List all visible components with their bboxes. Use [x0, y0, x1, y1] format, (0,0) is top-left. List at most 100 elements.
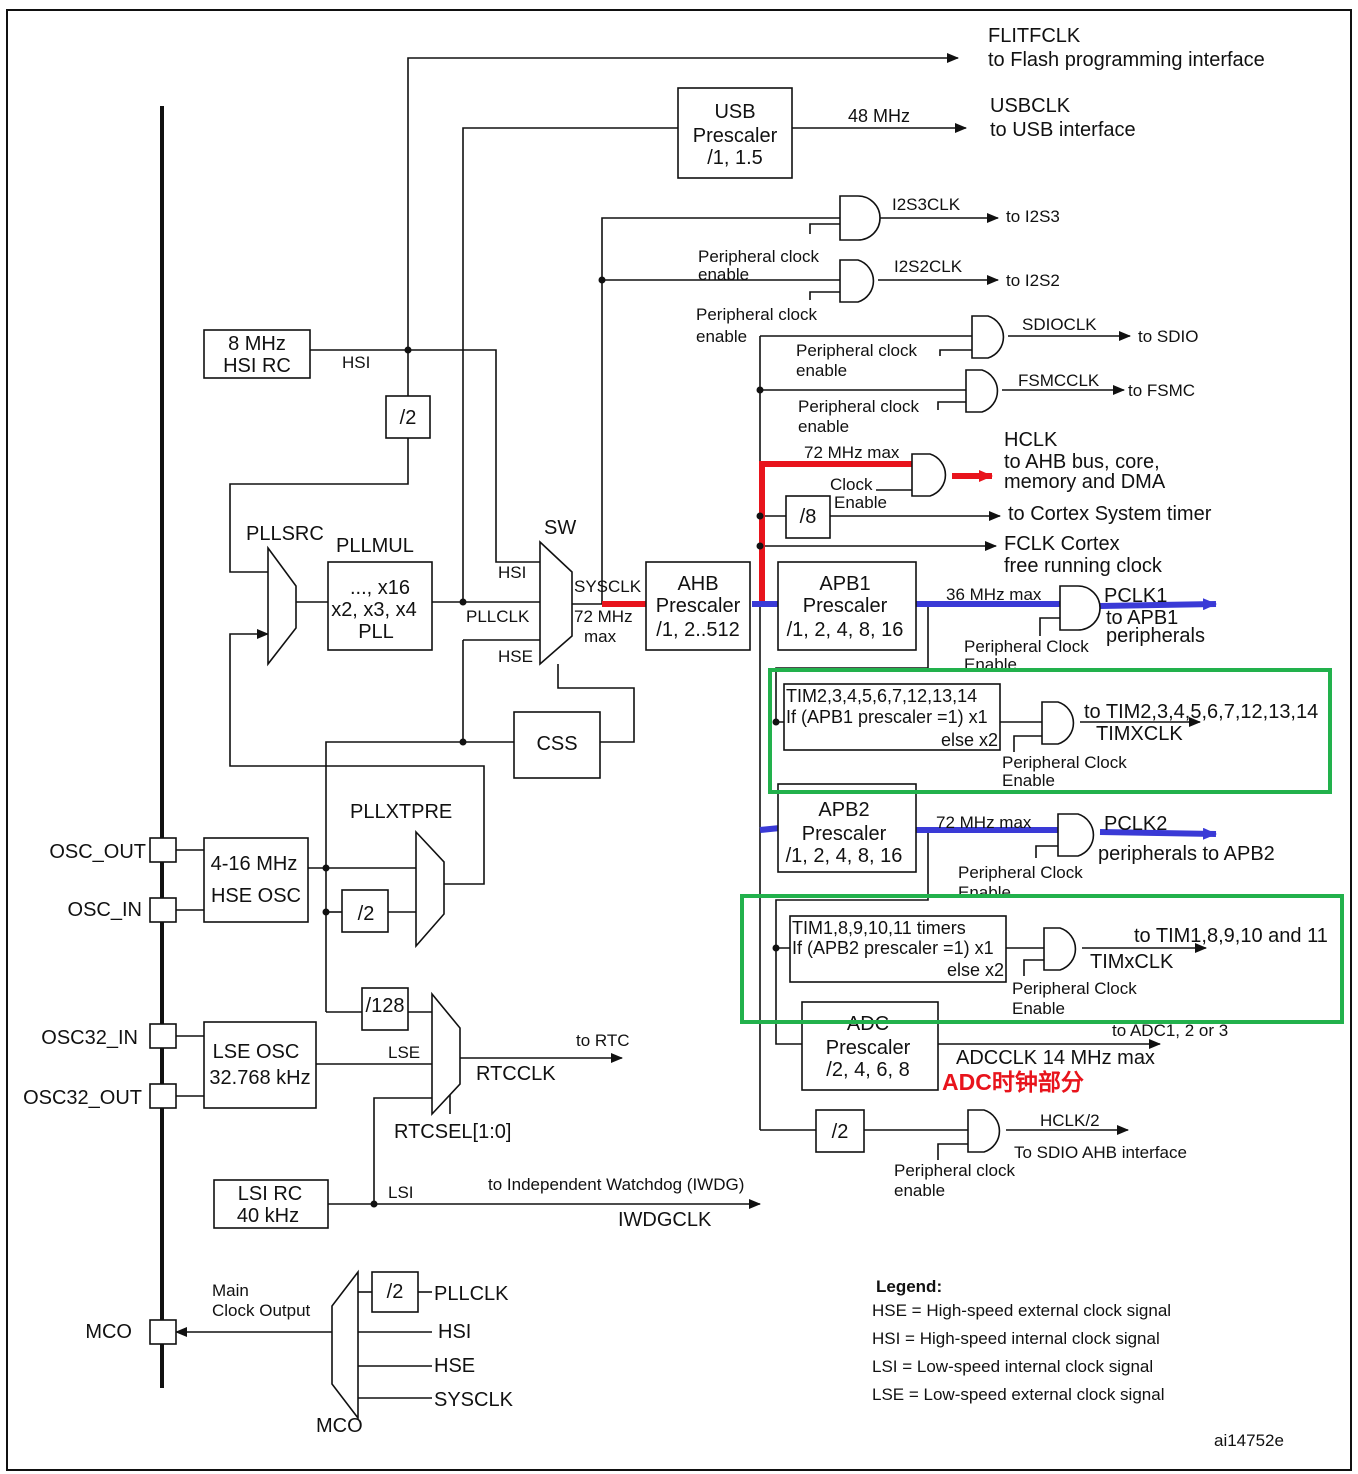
- svg-text:/1, 2, 4, 8, 16: /1, 2, 4, 8, 16: [787, 619, 904, 641]
- sysclk-max-label: 72 MHz: [574, 607, 633, 626]
- pin-mco: MCO: [85, 1321, 132, 1343]
- pclk2-enable-label: Peripheral Clock: [958, 863, 1083, 882]
- tim-apb2-enable-label: Peripheral Clock: [1012, 979, 1137, 998]
- pin-osc-in: OSC_IN: [68, 899, 142, 921]
- mco-input-pllclk: PLLCLK: [434, 1283, 509, 1305]
- pclk1-max-label: 36 MHz max: [946, 585, 1042, 604]
- lse-signal-label: LSE: [388, 1043, 420, 1062]
- i2s3clk-label: I2S3CLK: [892, 195, 961, 214]
- mco-input-sysclk: SYSCLK: [434, 1389, 514, 1411]
- mco-div2-block: /2: [371, 1271, 419, 1313]
- pclk1-dest-1: to APB1: [1106, 607, 1178, 629]
- tim-apb1-dest: to TIM2,3,4,5,6,7,12,13,14: [1084, 701, 1318, 723]
- svg-text:else x2: else x2: [941, 730, 998, 750]
- tim-apb1-clk: TIMXCLK: [1096, 723, 1183, 745]
- mco-mux-label: MCO: [316, 1415, 363, 1437]
- sdioclk-label: SDIOCLK: [1022, 315, 1097, 334]
- clock-enable-label-2: Enable: [834, 493, 887, 512]
- svg-text:/8: /8: [800, 506, 817, 528]
- junction-dots: [322, 276, 780, 1208]
- usbclk-label: USBCLK: [990, 95, 1071, 117]
- adcclk-label: ADCCLK 14 MHz max: [956, 1047, 1155, 1069]
- i2s3-enable-label: Peripheral clock: [698, 247, 819, 266]
- to-rtc-label: to RTC: [576, 1031, 630, 1050]
- svg-text:APB2: APB2: [818, 799, 869, 821]
- svg-text:Prescaler: Prescaler: [802, 823, 887, 845]
- fsmc-enable-label-2: enable: [798, 417, 849, 436]
- fclk-label: FCLK Cortex: [1004, 533, 1120, 555]
- css-block: CSS: [513, 711, 601, 779]
- pin-osc-out: OSC_OUT: [49, 841, 146, 863]
- svg-text:TIM2,3,4,5,6,7,12,13,14: TIM2,3,4,5,6,7,12,13,14: [786, 686, 977, 706]
- svg-text:/2: /2: [400, 407, 417, 429]
- hse-osc-block: 4-16 MHz HSE OSC: [203, 837, 309, 923]
- mco-main-label-2: Clock Output: [212, 1301, 311, 1320]
- tim-apb1-multiplier-block: TIM2,3,4,5,6,7,12,13,14 If (APB1 prescal…: [783, 683, 1001, 751]
- ahb-prescaler-block: AHB Prescaler /1, 2..512: [645, 561, 751, 651]
- adc-prescaler-block: ADC Prescaler /2, 4, 6, 8: [801, 1001, 939, 1091]
- sysclk-label: SYSCLK: [574, 577, 642, 596]
- rtcclk-label: RTCCLK: [476, 1063, 556, 1085]
- adc-dest: to ADC1, 2 or 3: [1112, 1021, 1228, 1040]
- apb1-prescaler-block: APB1 Prescaler /1, 2, 4, 8, 16: [777, 561, 917, 651]
- hsi-signal-label: HSI: [342, 353, 370, 372]
- svg-text:else x2: else x2: [947, 960, 1004, 980]
- pclk1-enable-label: Peripheral Clock: [964, 637, 1089, 656]
- fsmcclk-label: FSMCCLK: [1018, 371, 1100, 390]
- pllmul-label: PLLMUL: [336, 535, 414, 557]
- svg-text:40 kHz: 40 kHz: [237, 1205, 299, 1227]
- hclk-label: HCLK: [1004, 429, 1058, 451]
- hclk-div2-block: /2: [815, 1109, 865, 1153]
- svg-text:/2: /2: [387, 1281, 404, 1303]
- svg-text:/1, 1.5: /1, 1.5: [707, 147, 763, 169]
- mco-main-label: Main: [212, 1281, 249, 1300]
- sw-hse-label: HSE: [498, 647, 533, 666]
- svg-text:HSE OSC: HSE OSC: [211, 885, 301, 907]
- svg-text:Prescaler: Prescaler: [803, 595, 888, 617]
- usbclk-dest: to USB interface: [990, 119, 1136, 141]
- svg-text:If (APB2 prescaler =1) x1: If (APB2 prescaler =1) x1: [792, 938, 994, 958]
- to-fsmc-label: to FSMC: [1128, 381, 1195, 400]
- hsi-rc-block: 8 MHz HSI RC: [203, 329, 311, 379]
- hclk2-enable-label: Peripheral clock: [894, 1161, 1015, 1180]
- svg-text:/128: /128: [366, 995, 405, 1017]
- mco-input-hse: HSE: [434, 1355, 475, 1377]
- svg-text:32.768 kHz: 32.768 kHz: [209, 1067, 310, 1089]
- svg-text:CSS: CSS: [536, 733, 577, 755]
- sw-label: SW: [544, 517, 576, 539]
- iwdgclk-label: IWDGCLK: [618, 1209, 712, 1231]
- svg-text:USB: USB: [714, 101, 755, 123]
- pclk1-label: PCLK1: [1104, 585, 1167, 607]
- div8-block: /8: [785, 495, 831, 539]
- svg-text:HSI RC: HSI RC: [223, 355, 291, 377]
- i2s2-enable-label-2: enable: [696, 327, 747, 346]
- pclk2-max-label: 72 MHz max: [936, 813, 1032, 832]
- pllxtpre-mux: [415, 829, 445, 949]
- flitfclk-dest: to Flash programming interface: [988, 49, 1265, 71]
- pin-osc32-in: OSC32_IN: [41, 1027, 138, 1049]
- pllsrc-label: PLLSRC: [246, 523, 324, 545]
- sdio-enable-label: Peripheral clock: [796, 341, 917, 360]
- svg-text:/1, 2..512: /1, 2..512: [656, 619, 739, 641]
- iwdg-dest-label: to Independent Watchdog (IWDG): [488, 1175, 744, 1194]
- rtcsel-mux: [431, 991, 461, 1117]
- and-gates: [839, 195, 1101, 1153]
- svg-text:Legend:: Legend:: [876, 1277, 942, 1296]
- lsi-signal-label: LSI: [388, 1183, 414, 1202]
- lse-osc-block: LSE OSC 32.768 kHz: [203, 1021, 317, 1109]
- tim-apb2-dest: to TIM1,8,9,10 and 11: [1134, 925, 1328, 947]
- div128-block: /128: [361, 987, 409, 1031]
- hclk-max-label: 72 MHz max: [804, 443, 900, 462]
- mco-mux: [331, 1269, 359, 1421]
- lsi-rc-block: LSI RC 40 kHz: [213, 1179, 329, 1229]
- svg-text:HSI = High-speed internal cloc: HSI = High-speed internal clock signal: [872, 1329, 1160, 1348]
- svg-text:/2: /2: [358, 903, 375, 925]
- fclk-dest: free running clock: [1004, 555, 1163, 577]
- svg-text:AHB: AHB: [677, 573, 718, 595]
- svg-text:4-16 MHz: 4-16 MHz: [211, 853, 298, 875]
- tim-apb1-highlight: [768, 668, 1332, 794]
- usb-prescaler-block: USB Prescaler /1, 1.5: [677, 87, 793, 179]
- tim-apb2-multiplier-block: TIM1,8,9,10,11 timers If (APB2 prescaler…: [789, 915, 1007, 983]
- sdio-enable-label-2: enable: [796, 361, 847, 380]
